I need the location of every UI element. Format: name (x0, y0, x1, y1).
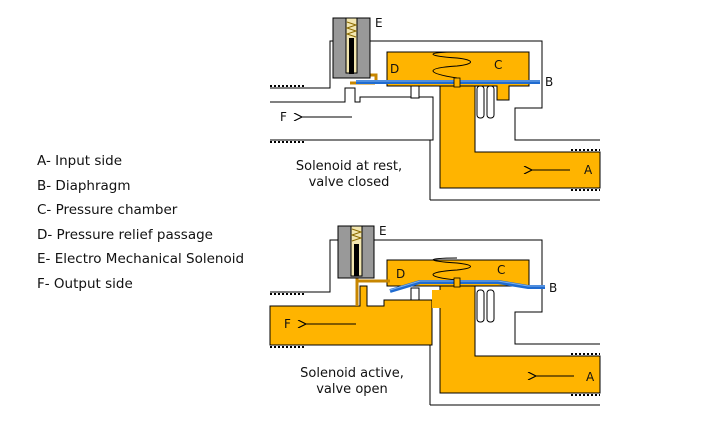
bottom-caption-1: Solenoid active, (300, 366, 404, 381)
top-label-f: F (280, 110, 287, 124)
bottom-label-b: B (549, 281, 557, 295)
top-pressure-chamber (386, 51, 530, 101)
bottom-diaphragm (389, 280, 545, 293)
bottom-solenoid-coil (350, 228, 363, 242)
bottom-label-c: C (497, 263, 505, 277)
top-label-b: B (545, 75, 553, 89)
top-caption-2: valve closed (309, 175, 390, 190)
bottom-label-f: F (284, 317, 291, 331)
bottom-body-outline (270, 239, 600, 345)
top-diagram: E D C B A F Solenoid at rest, valve clos… (270, 16, 601, 201)
top-solenoid-plunger (349, 38, 354, 74)
bottom-post-left (410, 287, 420, 301)
bottom-label-e: E (379, 224, 387, 238)
top-post-left (410, 85, 420, 99)
top-label-d: D (390, 62, 399, 76)
bottom-label-a: A (586, 370, 595, 384)
legend-item-solenoid: E- Electro Mechanical Solenoid (37, 251, 245, 268)
top-label-a: A (584, 163, 593, 177)
bottom-gap-fill (432, 290, 442, 308)
top-inlet-water (439, 79, 601, 189)
bottom-spring (432, 257, 471, 281)
top-post-right (486, 85, 495, 119)
bottom-caption-2: valve open (316, 382, 388, 397)
bottom-post-mid (476, 289, 485, 323)
bottom-outlet-water (269, 285, 433, 346)
bottom-inlet-water (439, 284, 601, 394)
top-label-e: E (375, 16, 383, 30)
top-body-outline-2 (270, 87, 434, 141)
legend-item-output-side: F- Output side (37, 275, 133, 292)
bottom-label-d: D (396, 267, 405, 281)
bottom-diaphragm-center (453, 277, 461, 288)
top-post-mid (476, 85, 485, 119)
legend-list: A- Input side B- Diaphragm C- Pressure c… (37, 149, 244, 297)
top-label-c: C (494, 58, 502, 72)
legend-item-diaphragm: B- Diaphragm (37, 177, 131, 194)
top-diaphragm-center (453, 77, 461, 88)
bottom-post-right (486, 289, 495, 323)
top-spring (432, 51, 471, 79)
top-solenoid-coil (345, 21, 358, 38)
top-caption-1: Solenoid at rest, (296, 159, 402, 174)
legend-item-pressure-relief-passage: D- Pressure relief passage (37, 226, 213, 243)
top-body-outline (270, 40, 600, 141)
bottom-diagram: E D C B A F Solenoid active, valve open (269, 224, 601, 406)
legend-item-pressure-chamber: C- Pressure chamber (37, 202, 178, 219)
bottom-solenoid-plunger (354, 244, 359, 276)
bottom-diaphragm-highlight (389, 280, 545, 291)
legend-item-input-side: A- Input side (37, 153, 123, 169)
